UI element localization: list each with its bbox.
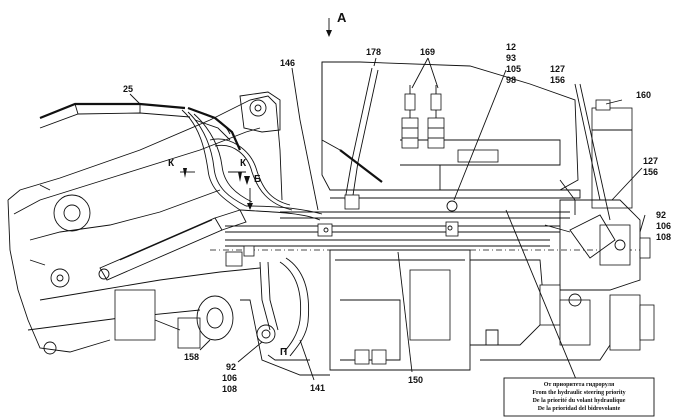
section-mark-p: П <box>280 347 287 358</box>
arm-cylinder <box>98 209 247 281</box>
callout-156-top: 156 <box>550 75 565 85</box>
callout-150: 150 <box>408 375 423 385</box>
callout-108-bottom: 108 <box>222 384 237 394</box>
note-line-fr: De la priorité du volant hydraulique <box>533 398 626 404</box>
section-mark-k-right: К <box>240 158 247 169</box>
control-levers <box>401 85 445 149</box>
section-mark-k-left: К <box>168 158 175 169</box>
callout-106-right: 106 <box>656 221 671 231</box>
note-box: От приоритета гидроруля From the hydraul… <box>503 209 655 417</box>
callout-98: 98 <box>506 75 516 85</box>
lever <box>339 67 383 210</box>
hydraulic-tank <box>591 99 633 209</box>
callout-108-right: 108 <box>656 232 671 242</box>
note-line-en: From the hydraulic steering priority <box>532 390 625 396</box>
leader-lines <box>129 57 646 381</box>
callout-127-mid: 127 <box>643 156 658 166</box>
section-arrows <box>180 168 310 361</box>
view-arrow-a <box>326 18 332 37</box>
callout-93: 93 <box>506 53 516 63</box>
callout-25: 25 <box>123 84 133 94</box>
callout-156-mid: 156 <box>643 167 658 177</box>
valve-block <box>544 199 651 291</box>
view-label-a: A <box>337 10 347 25</box>
callout-92-bottom: 92 <box>226 362 236 372</box>
note-line-ru: От приоритета гидроруля <box>544 382 615 388</box>
callout-141: 141 <box>310 383 325 393</box>
cab-cover <box>321 61 581 215</box>
fittings <box>225 200 459 365</box>
note-line-es: De la prioridad del bidrovolante <box>538 406 621 412</box>
boom-frame <box>7 91 283 355</box>
callout-105: 105 <box>506 64 521 74</box>
callout-160: 160 <box>636 90 651 100</box>
callout-146: 146 <box>280 58 295 68</box>
lower-bracket <box>114 289 330 376</box>
callout-12: 12 <box>506 42 516 52</box>
callout-labels: A 25 146 178 169 12 93 105 98 127 156 16… <box>123 10 671 394</box>
callout-92-right: 92 <box>656 210 666 220</box>
callout-127-top: 127 <box>550 64 565 74</box>
callout-106-bottom: 106 <box>222 373 237 383</box>
main-tubes <box>210 211 640 251</box>
transmission-housing <box>329 249 655 371</box>
hose-bundle <box>181 109 323 357</box>
callout-158: 158 <box>184 352 199 362</box>
section-mark-b: Б <box>254 174 261 185</box>
lift-cylinder <box>39 102 242 151</box>
callout-169: 169 <box>420 47 435 57</box>
callout-178: 178 <box>366 47 381 57</box>
